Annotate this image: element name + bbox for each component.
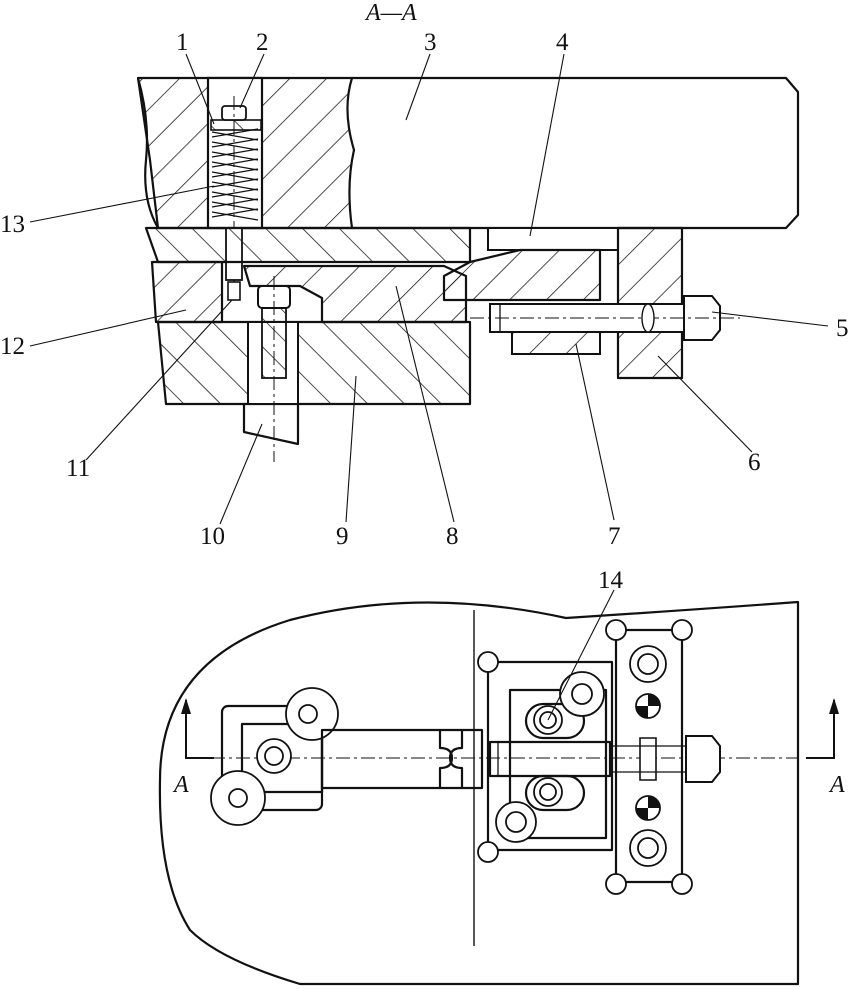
die-outline — [158, 600, 800, 986]
slider-bar — [320, 728, 612, 790]
callout-1: 1 — [176, 29, 189, 56]
section-mark-right: A — [828, 772, 845, 798]
bolt — [470, 295, 740, 341]
callout-12: 12 — [0, 333, 25, 360]
callout-14: 14 — [598, 567, 624, 594]
callout-9: 9 — [336, 523, 349, 550]
callouts-upper: 1 2 3 4 5 6 7 8 9 10 11 12 13 — [0, 29, 849, 550]
plan-view: A A — [158, 567, 845, 986]
section-mark-left: A — [172, 772, 189, 798]
socket-screw — [257, 276, 291, 462]
cam-block — [442, 227, 619, 302]
callout-2: 2 — [256, 29, 269, 56]
section-view: A—A — [136, 0, 800, 462]
callout-8: 8 — [446, 523, 459, 550]
callout-5: 5 — [836, 315, 849, 342]
upper-plate — [144, 226, 472, 264]
callout-3: 3 — [424, 29, 437, 56]
left-block — [150, 260, 224, 324]
punch — [242, 404, 300, 446]
pin-tip — [227, 281, 241, 301]
callout-7: 7 — [608, 523, 621, 550]
callout-6: 6 — [748, 449, 761, 476]
callout-4: 4 — [556, 29, 569, 56]
lower-die — [156, 320, 472, 406]
support-block — [511, 331, 601, 355]
callout-11: 11 — [66, 455, 90, 482]
guide-strip — [605, 619, 721, 895]
section-title: A—A — [364, 0, 417, 26]
callout-13: 13 — [0, 211, 25, 238]
pusher-plate — [210, 687, 339, 826]
callout-10: 10 — [200, 523, 225, 550]
